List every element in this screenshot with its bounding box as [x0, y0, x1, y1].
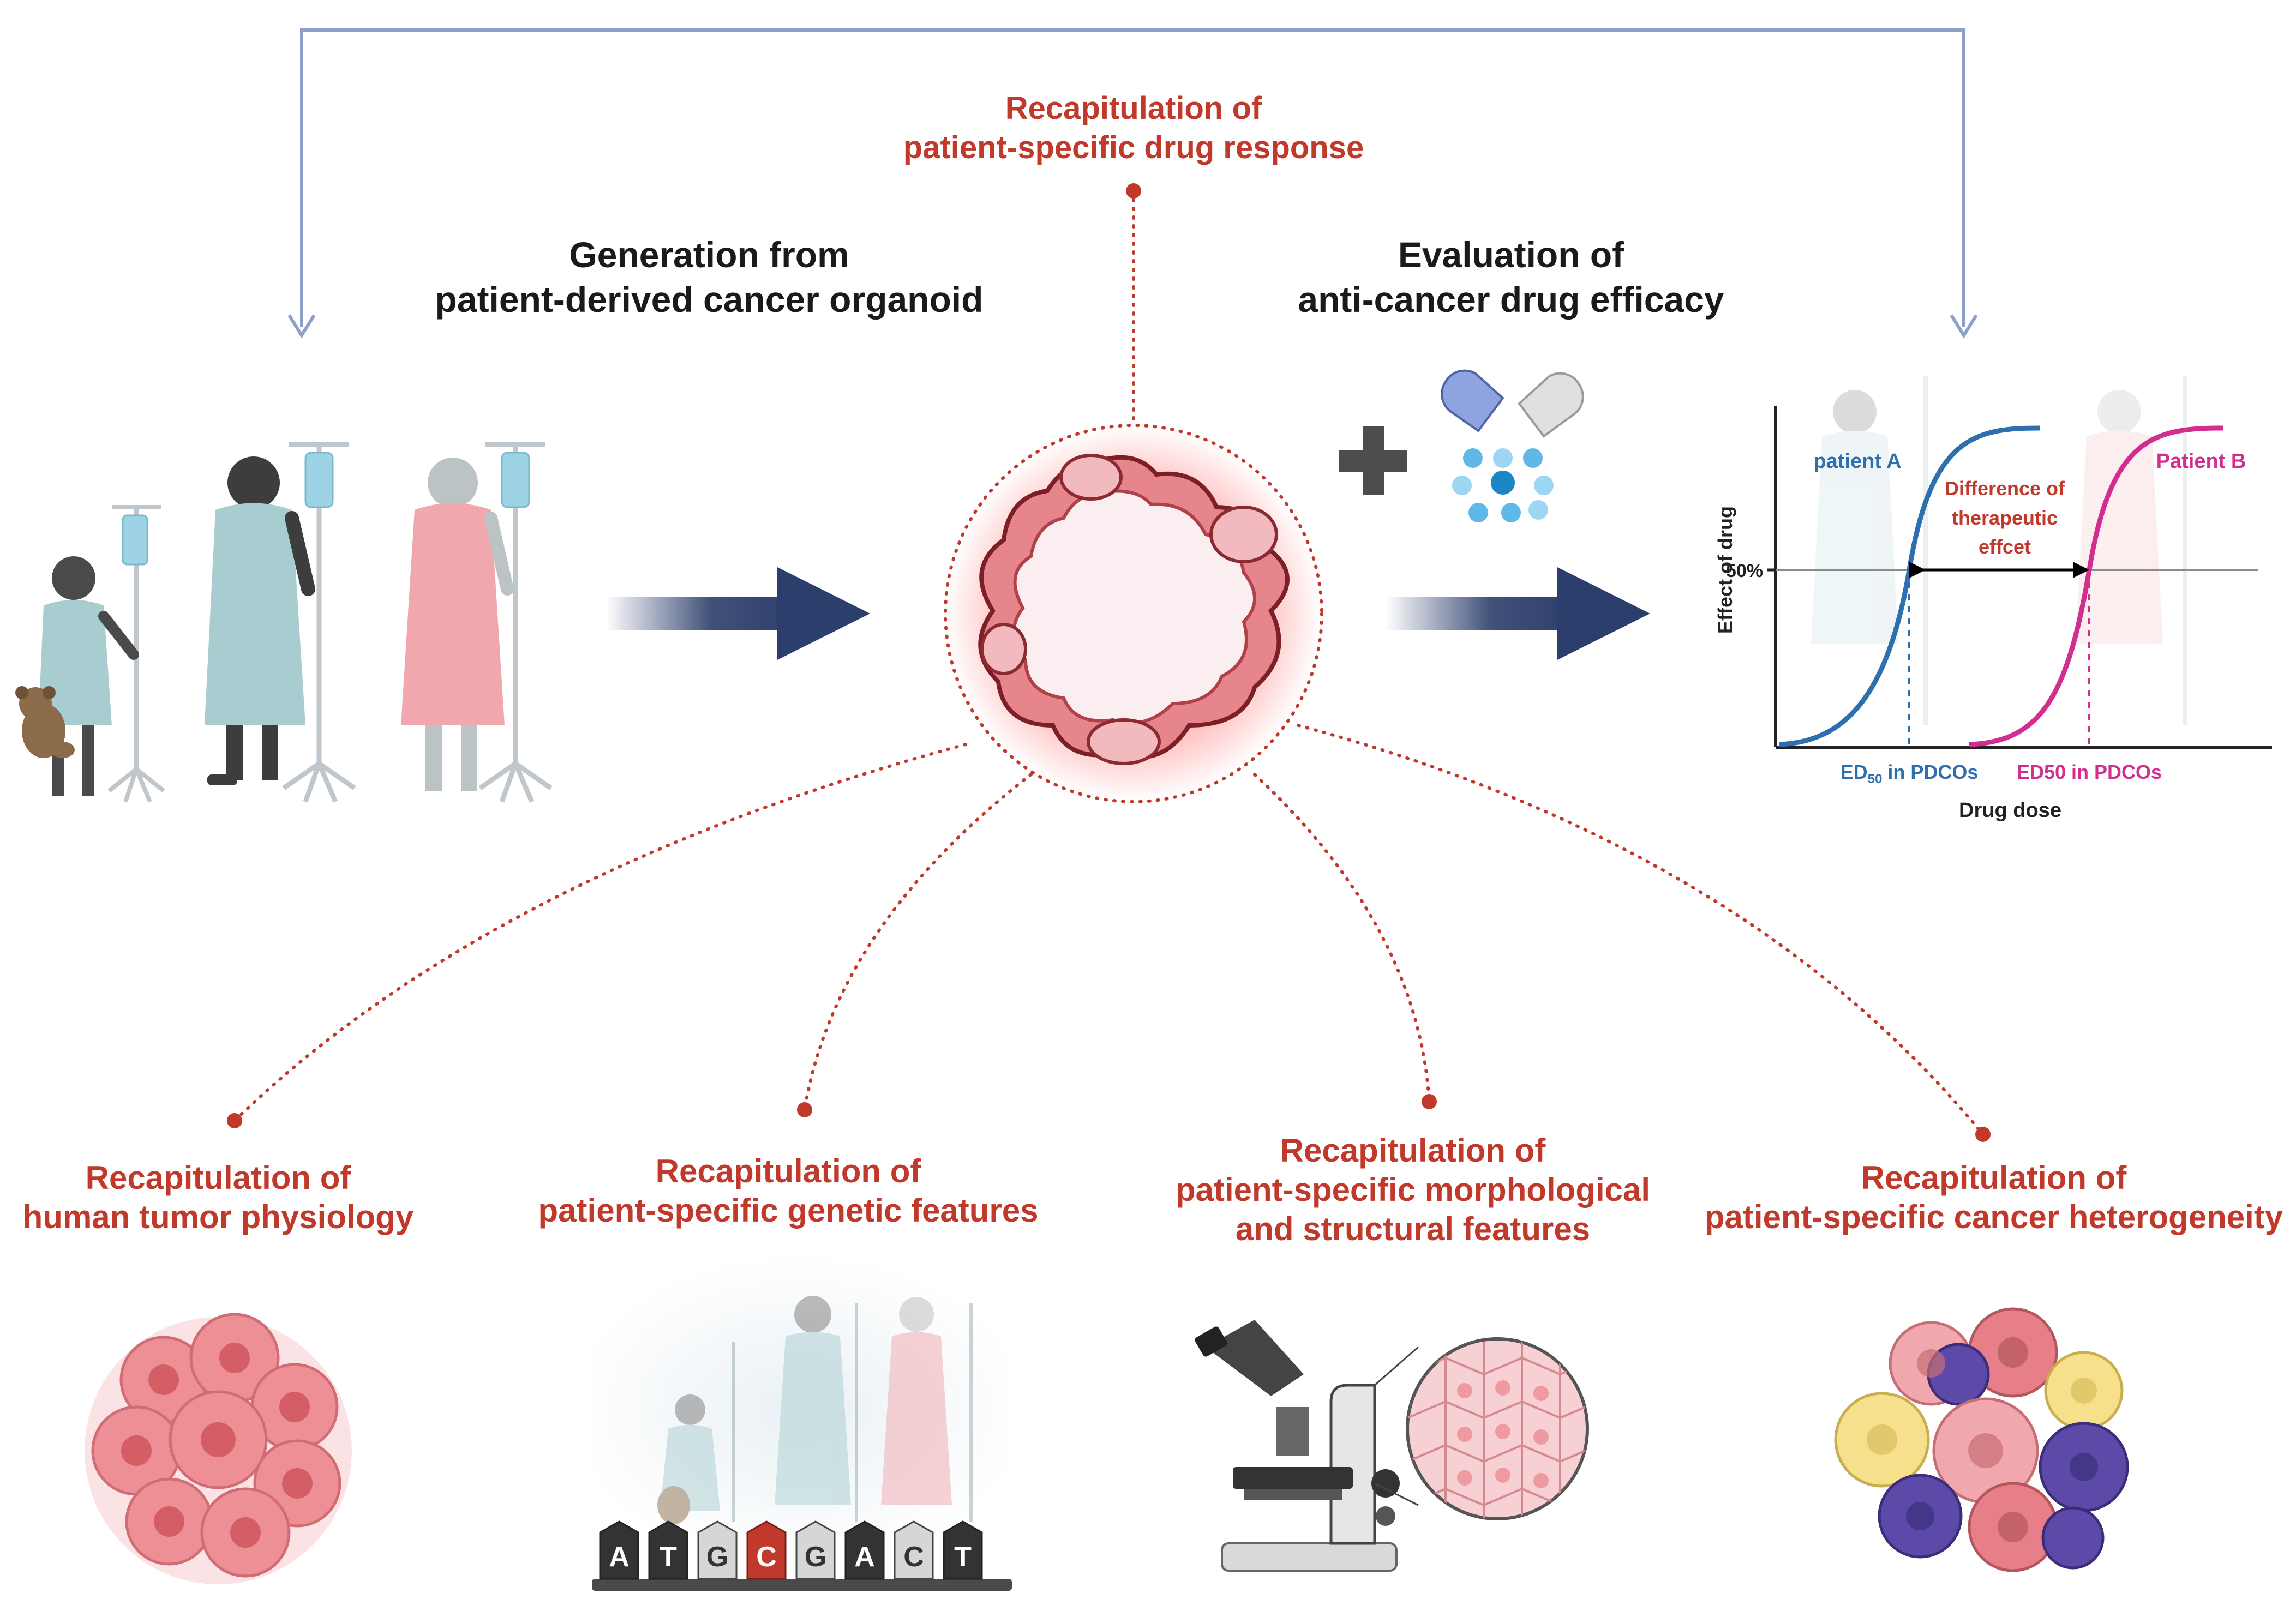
faded-patients-background [1811, 376, 2187, 725]
feature-genetic-line2: patient-specific genetic features [538, 1192, 1039, 1229]
top-label-line2: patient-specific drug response [903, 130, 1364, 165]
difference-line2: therapeutic [1952, 507, 2058, 529]
dose-response-chart: Effect of drug 50% patient A Patient B D… [1714, 376, 2272, 822]
generation-title-line2: patient-derived cancer organoid [435, 279, 984, 320]
feature-morph-line1: Recapitulation of [1280, 1132, 1546, 1169]
dna-letter-7: C [903, 1541, 924, 1573]
feature-hetero-line1: Recapitulation of [1861, 1159, 2127, 1196]
feature-label-genetic: Recapitulation of patient-specific genet… [538, 1153, 1039, 1229]
patient-a-label: patient A [1813, 450, 1901, 473]
dna-letter-tiles [599, 1520, 983, 1580]
dna-letter-4: C [756, 1541, 777, 1573]
feature-morph-line2: patient-specific morphological [1176, 1171, 1650, 1208]
heterogeneous-cells-icon [1834, 1307, 2129, 1572]
dna-letter-3: G [706, 1541, 728, 1573]
dna-letter-2: T [660, 1541, 677, 1573]
feature-label-morphological: Recapitulation of patient-specific morph… [1176, 1132, 1650, 1247]
evaluation-title-line2: anti-cancer drug efficacy [1298, 279, 1724, 320]
plus-icon [1339, 426, 1407, 495]
chart-xlabel: Drug dose [1959, 799, 2061, 822]
feature-label-physiology: Recapitulation of human tumor physiology [23, 1159, 414, 1235]
feature-label-heterogeneity: Recapitulation of patient-specific cance… [1705, 1159, 2283, 1235]
microscope-icon [1195, 1320, 1400, 1572]
feature-physiology-line2: human tumor physiology [23, 1199, 414, 1235]
arrow-right-icon [606, 567, 870, 660]
magnified-tissue-icon [1374, 1337, 1589, 1520]
dna-letter-5: G [805, 1541, 826, 1573]
tumor-cluster-icon [85, 1313, 352, 1584]
ed50-b-label: ED50 in PDCOs [2017, 761, 2162, 783]
dna-sequence-icon: A T G C G A C T [589, 1254, 1012, 1591]
chart-ylabel: Effect of drug [1714, 506, 1736, 634]
feedback-loop-line [287, 28, 1978, 339]
dna-letter-1: A [609, 1541, 630, 1573]
drug-particles-icon [1452, 448, 1554, 522]
generation-title-line1: Generation from [569, 235, 849, 275]
teddy-bear-icon [15, 686, 75, 758]
difference-line3: effcet [1979, 536, 2031, 558]
connector-dots [227, 183, 1991, 1142]
feature-physiology-line1: Recapitulation of [86, 1159, 352, 1196]
pill-capsule-icon [1441, 369, 1584, 438]
arrow-right-icon-2 [1386, 567, 1650, 660]
ed50-a-label: ED50 in PDCOs [1841, 761, 1979, 786]
dna-letter-8: T [954, 1541, 972, 1573]
organoid-icon [944, 424, 1323, 803]
feature-genetic-line1: Recapitulation of [656, 1153, 922, 1189]
patients-icon [15, 442, 553, 803]
evaluation-title-line1: Evaluation of [1398, 235, 1624, 275]
feature-morph-line3: and structural features [1236, 1211, 1590, 1247]
feature-hetero-line2: patient-specific cancer heterogeneity [1705, 1199, 2283, 1235]
patient-b-label: Patient B [2156, 450, 2246, 473]
dna-letter-6: A [854, 1541, 875, 1573]
difference-line1: Difference of [1945, 477, 2065, 500]
top-label-line1: Recapitulation of [1005, 91, 1262, 126]
chart-tick-50: 50% [1726, 561, 1763, 581]
dotted-connectors [233, 189, 1985, 1136]
